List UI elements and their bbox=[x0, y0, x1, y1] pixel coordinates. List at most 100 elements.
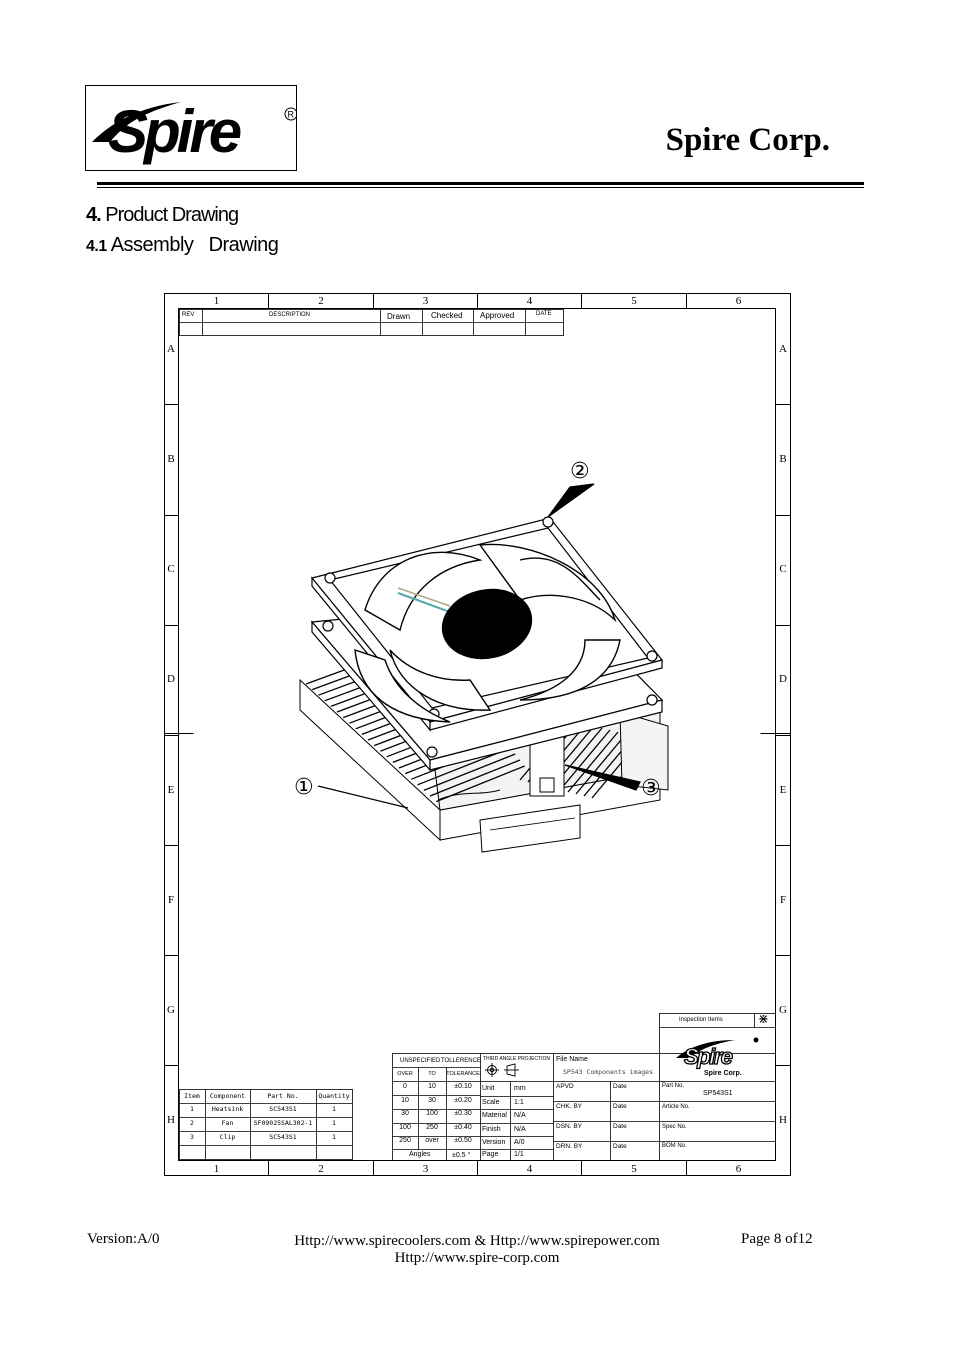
title-block-corp: Spire Corp. bbox=[704, 1070, 742, 1077]
angles-label: Angles bbox=[409, 1151, 431, 1158]
tolerance-cell: ±0.30 bbox=[454, 1110, 472, 1117]
zone-row-B: B bbox=[779, 453, 786, 465]
unspecified-label: UNSPECIFIED bbox=[400, 1058, 441, 1064]
signoff-date-label: Date bbox=[613, 1143, 627, 1150]
bom-cell: SF09025SAL302-1 bbox=[253, 1119, 313, 1127]
svg-text:Spire: Spire bbox=[684, 1044, 733, 1069]
tolerance-header-0: OVER bbox=[397, 1071, 413, 1077]
projection-value: N/A bbox=[514, 1112, 526, 1119]
zone-col-1: 1 bbox=[214, 1163, 220, 1175]
projection-label: Version bbox=[482, 1139, 506, 1146]
angles-value: ±0.5 ° bbox=[452, 1152, 471, 1159]
inspection-items-label: Inspection Items bbox=[679, 1017, 723, 1023]
tolerance-cell: ±0.20 bbox=[454, 1096, 472, 1104]
bom-cell: 1 bbox=[332, 1133, 336, 1141]
tolerance-cell: 100 bbox=[399, 1123, 411, 1131]
signoff-label: APVD bbox=[556, 1083, 574, 1090]
description-label: DESCRIPTION bbox=[269, 312, 311, 318]
tolerance-cell: 30 bbox=[401, 1110, 409, 1117]
callout-1: ① bbox=[294, 775, 314, 800]
bom-cell: 1 bbox=[332, 1105, 336, 1113]
svg-text:R: R bbox=[288, 110, 295, 120]
frame-zone-ticks bbox=[164, 293, 791, 1176]
projection-label: Material bbox=[482, 1112, 507, 1119]
zone-col-2: 2 bbox=[318, 295, 324, 307]
checked-label: Checked bbox=[431, 311, 463, 320]
zone-col-6: 6 bbox=[736, 1163, 742, 1175]
company-name: Spire Corp. bbox=[665, 122, 830, 158]
zone-row-F: F bbox=[780, 894, 786, 906]
date-label: DATE bbox=[536, 311, 552, 317]
zone-row-F: F bbox=[168, 894, 174, 906]
bom-cell: 3 bbox=[190, 1133, 194, 1141]
footer-links-line1: Http://www.spirecoolers.com & Http://www… bbox=[294, 1233, 660, 1249]
bom-no-label: BOM No. bbox=[662, 1143, 687, 1149]
zone-col-5: 5 bbox=[631, 295, 637, 307]
zone-row-B: B bbox=[167, 453, 174, 465]
subsection-title: Assembly Drawing bbox=[110, 234, 279, 256]
tolerance-cell: ±0.10 bbox=[454, 1083, 472, 1090]
bom-cell: SC543S1 bbox=[269, 1105, 297, 1113]
tolerance-header-2: TOLERANCE bbox=[446, 1071, 480, 1077]
zone-row-A: A bbox=[779, 343, 787, 355]
fan-drawing bbox=[310, 516, 664, 772]
file-name-value: SP543 Components images bbox=[563, 1068, 654, 1076]
section-title: Product Drawing bbox=[105, 204, 239, 226]
revision-block bbox=[179, 309, 564, 336]
approved-label: Approved bbox=[480, 311, 515, 320]
section-heading: 4. Product Drawing bbox=[86, 204, 239, 227]
bom-cell: Clip bbox=[219, 1133, 236, 1141]
logo-text: Spire bbox=[108, 98, 241, 165]
bom-header-1: Component bbox=[209, 1092, 246, 1100]
footer-links-line2: Http://www.spire-corp.com bbox=[394, 1250, 560, 1266]
projection-label: Scale bbox=[482, 1099, 500, 1106]
zone-col-1: 1 bbox=[214, 295, 220, 307]
bom-cell: Fan bbox=[221, 1119, 234, 1127]
projection-label: Finish bbox=[482, 1126, 501, 1133]
callout-2: ② bbox=[570, 459, 590, 484]
part-no-label: Part No. bbox=[662, 1083, 685, 1089]
zone-row-H: H bbox=[167, 1114, 175, 1126]
zone-row-G: G bbox=[167, 1004, 175, 1016]
bom-header-0: Item bbox=[184, 1092, 200, 1100]
bom-cell: 2 bbox=[190, 1119, 194, 1127]
signoff-label: CHK. BY bbox=[556, 1103, 583, 1110]
file-name-label: File Name bbox=[556, 1056, 588, 1063]
zone-col-6: 6 bbox=[736, 295, 742, 307]
subsection-number: 4.1 bbox=[86, 238, 107, 255]
zone-col-3: 3 bbox=[423, 295, 429, 307]
title-block bbox=[392, 1013, 776, 1161]
tolerance-cell: 250 bbox=[426, 1123, 438, 1131]
zone-row-C: C bbox=[779, 563, 786, 575]
projection-label: Page bbox=[482, 1151, 499, 1158]
projection-value: A/0 bbox=[514, 1139, 525, 1146]
signoff-date-label: Date bbox=[613, 1123, 627, 1130]
zone-col-3: 3 bbox=[423, 1163, 429, 1175]
callout-3: ③ bbox=[641, 776, 661, 801]
bom-cell: 1 bbox=[332, 1119, 336, 1127]
zone-row-D: D bbox=[779, 673, 787, 685]
signoff-label: DSN. BY bbox=[556, 1123, 583, 1130]
zone-row-D: D bbox=[167, 673, 175, 685]
zone-col-4: 4 bbox=[527, 295, 533, 307]
spec-no-label: Spec No. bbox=[662, 1124, 687, 1130]
projection-value: mm bbox=[514, 1085, 526, 1092]
projection-label: Unit bbox=[482, 1085, 495, 1092]
bom-table bbox=[179, 1089, 353, 1160]
projection-value: 1/1 bbox=[514, 1151, 524, 1158]
header-rule-thin bbox=[97, 187, 864, 188]
subsection-heading: 4.1 Assembly Drawing bbox=[86, 234, 279, 257]
footer-page: Page 8 of12 bbox=[741, 1231, 813, 1247]
signoff-date-label: Date bbox=[613, 1083, 627, 1090]
zone-row-G: G bbox=[779, 1004, 787, 1016]
third-angle-projection-icon bbox=[485, 1063, 519, 1077]
tolerance-cell: 100 bbox=[426, 1110, 438, 1117]
tolerance-cell: ±0.40 bbox=[454, 1123, 472, 1131]
signoff-date-label: Date bbox=[613, 1103, 627, 1110]
callout-leaders bbox=[317, 483, 641, 809]
projection-value: 1:1 bbox=[514, 1099, 524, 1106]
tolerance-cell: 250 bbox=[399, 1137, 411, 1144]
tolerance-cell: 10 bbox=[401, 1096, 409, 1104]
